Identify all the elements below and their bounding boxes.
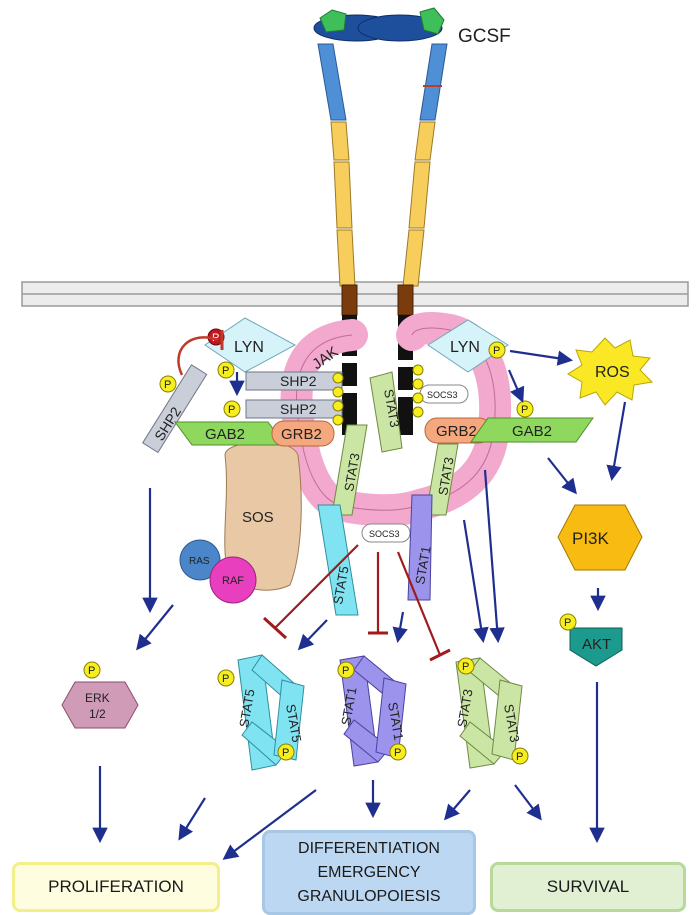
p-stat5-dimer-bottom-badge: P	[278, 744, 294, 760]
outcome-survival: SURVIVAL	[490, 862, 686, 912]
sos-label: SOS	[242, 509, 274, 526]
phospho-label: P	[282, 747, 289, 759]
p-erk-badge: P	[84, 662, 100, 678]
grb2-left-label: GRB2	[281, 426, 322, 443]
phospho-label: P	[516, 751, 523, 763]
grb2-right-label: GRB2	[436, 423, 477, 440]
gcsf-ligand	[314, 8, 444, 41]
p-shp2-upper-badge: P	[218, 362, 234, 378]
outcome-proliferation: PROLIFERATION	[12, 862, 220, 912]
arrow-stat5-dimer	[300, 620, 327, 648]
p-stat1-dimer-top-badge: P	[338, 662, 354, 678]
arrow-stat3-dimer-a	[464, 520, 483, 640]
arrow-stat1-dimer	[398, 612, 403, 640]
p-shp2-side-badge: P	[160, 376, 176, 392]
ros-label: ROS	[595, 364, 630, 381]
phospho-label: P	[462, 661, 469, 673]
outcome-survival-label: SURVIVAL	[547, 877, 630, 897]
phospho-label: P	[88, 665, 95, 677]
gcsf-label: GCSF	[458, 26, 511, 47]
arrow-lyn-gab2	[509, 370, 522, 400]
p-stat5-dimer-top-badge: P	[218, 670, 234, 686]
outcome-differentiation-line2: EMERGENCY	[317, 861, 420, 885]
outcome-differentiation-line1: DIFFERENTIATION	[298, 837, 440, 861]
arrow-lyn-ros	[510, 351, 570, 360]
arrow-stat3-dimer-b	[485, 470, 498, 640]
socs3-upper-label: SOCS3	[427, 390, 458, 400]
raf-label: RAF	[222, 575, 244, 587]
phospho-label: P	[564, 617, 571, 629]
arrow-stat3-survival	[515, 785, 540, 818]
ras-label: RAS	[189, 556, 210, 567]
socs3-lower-label: SOCS3	[369, 529, 400, 539]
p-stat3-dimer-bottom-badge: P	[512, 748, 528, 764]
phospho-label: P	[342, 665, 349, 677]
gab2-left-label: GAB2	[205, 426, 245, 443]
erk	[62, 682, 138, 728]
p-lyn-right-badge: P	[489, 342, 505, 358]
phospho-label: P	[493, 345, 500, 357]
outcome-differentiation: DIFFERENTIATION EMERGENCY GRANULOPOIESIS	[262, 830, 476, 915]
lyn-right-label: LYN	[450, 339, 480, 356]
phospho-label: P	[394, 747, 401, 759]
erk-label-line2: 1/2	[89, 707, 106, 721]
akt-label: AKT	[582, 636, 611, 653]
inhibit-socs3-stat1	[368, 552, 388, 633]
phospho-label: P	[164, 379, 171, 391]
arrow-stat5-proliferation	[180, 798, 205, 838]
phospho-label: P	[228, 404, 235, 416]
phospho-label: P	[222, 673, 229, 685]
arrow-gab2-pi3k	[548, 458, 575, 492]
arrow-stat3-differentiation	[446, 790, 470, 818]
shp2-lower-label: SHP2	[280, 401, 317, 417]
phospho-label: P	[222, 365, 229, 377]
erk-label-line1: ERK	[85, 691, 110, 705]
shp2-upper-label: SHP2	[280, 373, 317, 389]
p-stat3-dimer-top-badge: P	[458, 658, 474, 674]
gab2-right-label: GAB2	[512, 423, 552, 440]
p-akt-badge: P	[560, 614, 576, 630]
outcome-proliferation-label: PROLIFERATION	[48, 877, 184, 897]
phospho-label: P	[521, 404, 528, 416]
p-stat1-dimer-bottom-badge: P	[390, 744, 406, 760]
p-shp2-lower-badge: P	[224, 401, 240, 417]
arrow-to-erk	[138, 605, 173, 648]
arrow-ros-pi3k	[612, 402, 625, 478]
outcome-differentiation-line3: GRANULOPOIESIS	[297, 885, 440, 909]
p-gab2-right-badge: P	[517, 401, 533, 417]
pi3k-label: PI3K	[572, 529, 610, 548]
lyn-left-label: LYN	[234, 339, 264, 356]
